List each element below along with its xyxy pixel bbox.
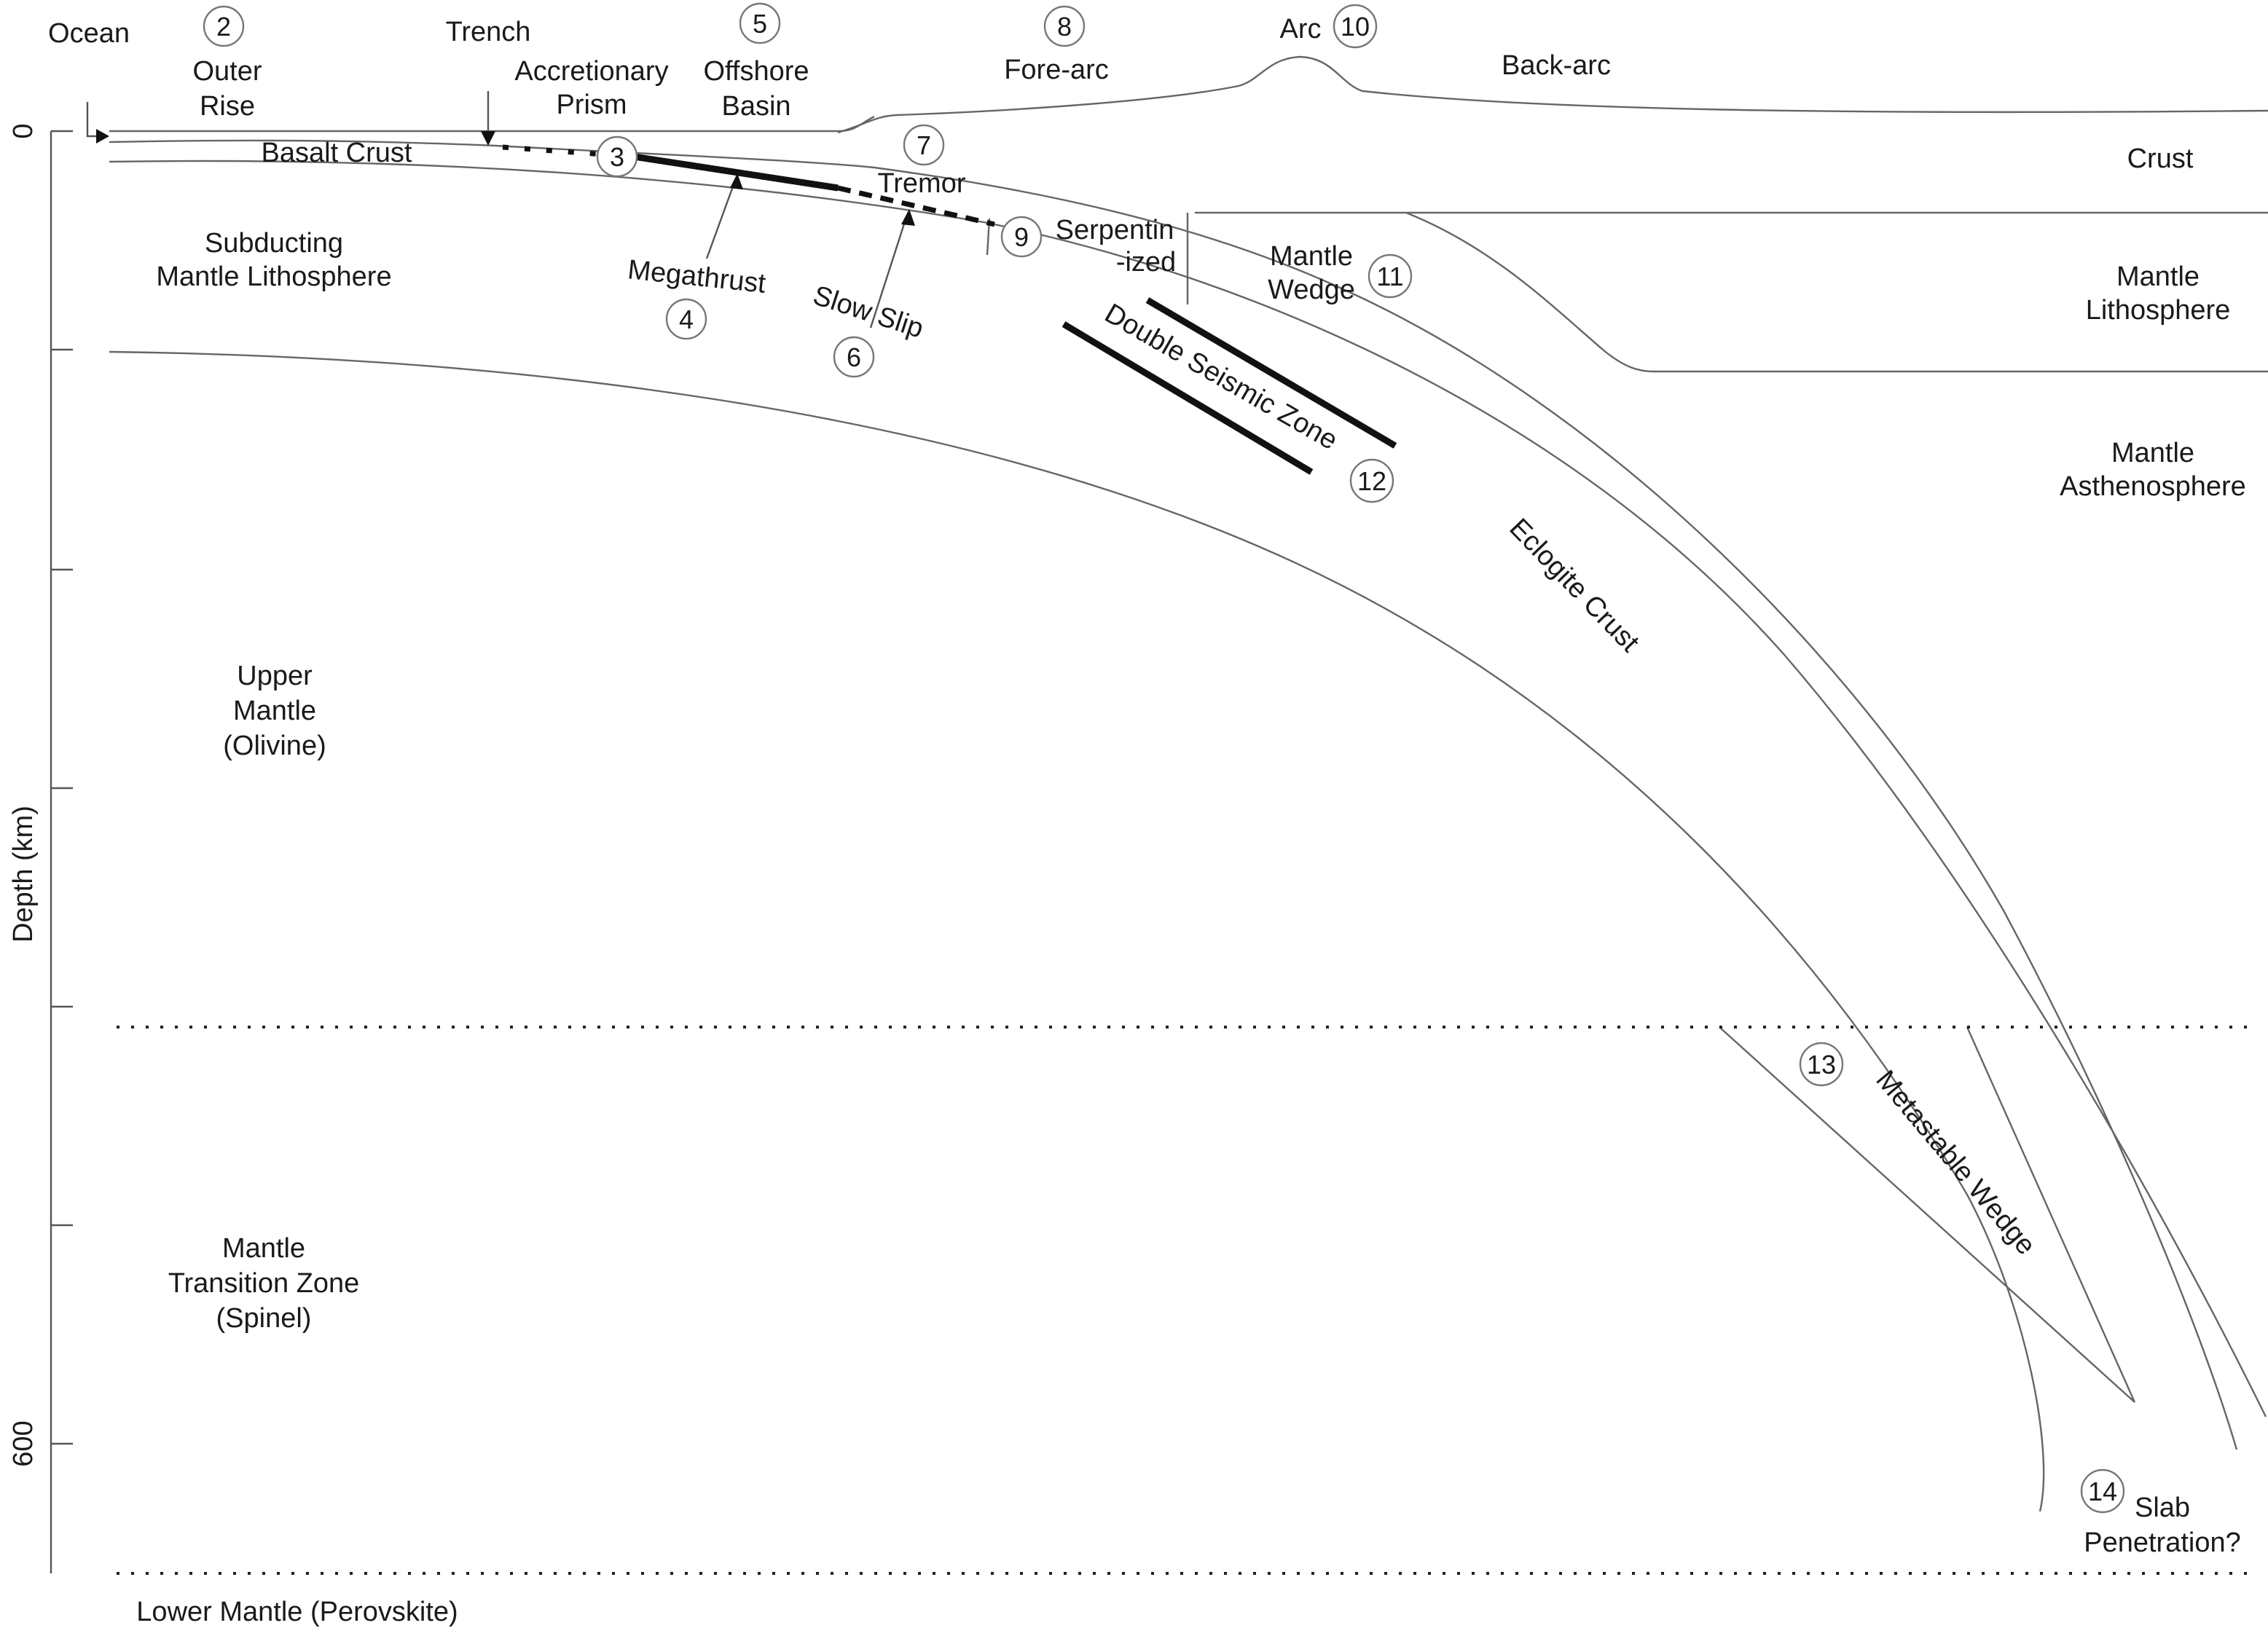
arc-label: Arc [1280,14,1322,44]
marker-5-label: 5 [753,9,767,39]
mantle-asthenosphere-label-line1: Mantle [2111,438,2194,468]
slab-base-line [109,350,2045,1512]
subducting-mantle-lithosphere-label-line2: Mantle Lithosphere [156,261,391,292]
marker-12: 12 [1349,458,1394,503]
depth-axis-label: Depth (km) [8,806,39,943]
marker-8: 8 [1043,5,1086,47]
trench-label: Trench [446,17,531,47]
mantle-lithosphere-label-line2: Lithosphere [2086,295,2231,326]
crust-label: Crust [2127,143,2194,174]
accretionary-prism-label-line1: Accretionary [514,56,668,87]
numbered-markers: 2 3 4 5 6 7 8 9 [203,2,2125,1514]
back-arc-label: Back-arc [1502,50,1611,81]
slab-crust-base-line [109,160,2267,1417]
marker-8-label: 8 [1057,12,1072,42]
marker-9-label: 9 [1014,222,1029,252]
lower-mantle-label: Lower Mantle (Perovskite) [136,1597,458,1627]
accretionary-prism-label-line2: Prism [556,90,627,120]
megathrust-label: Megathrust [627,254,768,299]
mantle-wedge-label-line2: Wedge [1268,275,1355,305]
megathrust-locked-zone [633,153,839,192]
marker-13-label: 13 [1807,1050,1836,1080]
marker-6: 6 [833,336,875,378]
marker-14-label: 14 [2088,1476,2117,1506]
trench-arrow-head [481,131,495,146]
megathrust-arrow-line [705,178,737,259]
ocean-arrow-head [96,129,109,143]
marker-10: 10 [1333,4,1378,49]
slab-top-deep-line [874,166,2238,1450]
subducting-mantle-lithosphere-label-line1: Subducting [205,228,343,259]
marker-7-label: 7 [917,130,931,160]
metastable-wedge-line [1719,1026,2136,1403]
marker-14: 14 [2080,1468,2125,1514]
marker-3-label: 3 [610,142,624,172]
marker-4: 4 [665,298,707,340]
depth-tick-label-600: 600 [8,1420,39,1466]
mantle-transition-zone-label-line1: Mantle [222,1233,305,1264]
double-seismic-zone-lower [1062,321,1314,475]
slow-slip-arrow-head [901,209,915,226]
upper-mantle-label-line2: Mantle [233,696,316,726]
marker-2: 2 [203,5,245,47]
process-labels: Tremor Megathrust Slow Slip Double Seism… [627,168,2241,1558]
marker-5: 5 [739,2,781,44]
ocean-arrow-line [86,102,98,138]
offshore-basin-label-line1: Offshore [703,56,809,87]
upper-lithosphere-base-line [1405,211,2268,373]
upper-plate-surface [837,55,2268,134]
depth-tick-label-0: 0 [8,123,39,138]
marker-10-label: 10 [1341,12,1370,42]
mantle-lithosphere-label-line1: Mantle [2116,261,2200,292]
boundary-lines [109,55,2268,1575]
marker-2-label: 2 [216,12,231,42]
ocean-label: Ocean [48,18,130,49]
marker-7: 7 [903,124,945,166]
serpentinized-label-line1: Serpentin [1056,215,1174,245]
outer-rise-label-line1: Outer [192,56,262,87]
eclogite-crust-label: Eclogite Crust [1503,513,1645,658]
slow-slip-label: Slow Slip [809,280,927,344]
slab-penetration-label-line2: Penetration? [2084,1527,2241,1558]
slow-slip-zone [837,185,995,227]
slab-penetration-label-line1: Slab [2135,1493,2190,1523]
marker-12-label: 12 [1357,466,1386,496]
surface-labels: Ocean Outer Rise Trench Accretionary Pri… [48,14,1611,122]
basalt-crust-label: Basalt Crust [262,138,412,168]
mantle-wedge-label-line1: Mantle [1270,241,1353,272]
megathrust-arrow-head [730,173,743,189]
outer-rise-label-line2: Rise [200,91,255,122]
metastable-wedge-label: Metastable Wedge [1869,1065,2041,1261]
double-seismic-zone-upper [1145,297,1397,449]
slow-slip-arrow-line [869,214,909,329]
mantle-transition-zone-label-line2: Transition Zone [168,1268,360,1299]
arrows [86,91,915,329]
fore-arc-label: Fore-arc [1004,55,1109,85]
mantle-transition-zone-label-line3: (Spinel) [216,1303,312,1334]
serpentinized-label-line2: -ized [1116,247,1176,278]
marker-11-label: 11 [1376,261,1403,291]
marker-4-label: 4 [679,304,694,334]
slab-top-line [109,139,875,169]
marker-11: 11 [1368,253,1413,299]
mantle-asthenosphere-label-line2: Asthenosphere [2060,471,2246,502]
tremor-label: Tremor [877,168,965,199]
depth-axis: Depth (km) 0 600 [8,123,73,1573]
layer-labels: Basalt Crust Crust Subducting Mantle Lit… [136,138,2246,1627]
marker-3: 3 [596,135,638,178]
marker-6-label: 6 [847,342,861,372]
upper-mantle-label-line1: Upper [237,661,313,691]
marker-13: 13 [1799,1042,1844,1087]
marker-9: 9 [1000,216,1043,258]
offshore-basin-label-line2: Basin [721,91,790,122]
upper-mantle-label-line3: (Olivine) [223,731,326,761]
